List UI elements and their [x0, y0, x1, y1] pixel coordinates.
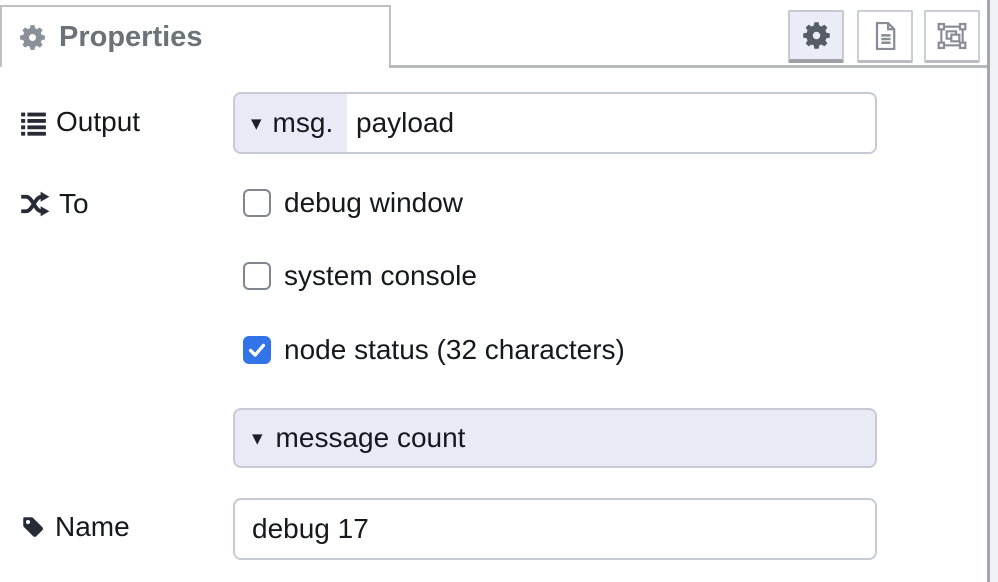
output-type-prefix: msg.: [272, 107, 334, 138]
node-status-checkbox[interactable]: [243, 336, 271, 364]
gear-icon: [802, 21, 831, 50]
name-input[interactable]: [233, 498, 877, 560]
output-type-select[interactable]: ▾ msg.: [235, 94, 347, 152]
output-value-input[interactable]: [347, 94, 875, 152]
gear-icon: [19, 24, 46, 51]
appearance-tab-button[interactable]: [924, 10, 980, 63]
appearance-icon: [936, 20, 968, 52]
output-typed-input: ▾ msg.: [233, 92, 877, 154]
to-label: To: [20, 186, 89, 222]
description-tab-button[interactable]: [857, 10, 913, 63]
output-label: Output: [20, 104, 140, 140]
system-console-option: system console: [243, 260, 477, 291]
shuffle-icon: [20, 191, 50, 217]
caret-down-icon: ▾: [251, 111, 262, 135]
name-label: Name: [20, 509, 130, 545]
debug-window-checkbox[interactable]: [243, 189, 271, 217]
status-type-value: message count: [275, 422, 466, 453]
check-icon: [248, 343, 266, 357]
scrollbar-track[interactable]: [987, 0, 998, 582]
list-icon: [20, 109, 47, 136]
debug-window-option: debug window: [243, 187, 463, 218]
tabbar-divider: [389, 65, 988, 68]
tag-icon: [20, 514, 46, 540]
tab-properties[interactable]: Properties: [0, 5, 391, 67]
caret-down-icon: ▾: [252, 426, 263, 450]
status-type-select[interactable]: ▾ message count: [233, 408, 877, 468]
system-console-checkbox[interactable]: [243, 262, 271, 290]
document-icon: [870, 20, 900, 52]
properties-tab-button[interactable]: [788, 10, 844, 63]
node-status-option: node status (32 characters): [243, 334, 625, 365]
tab-title: Properties: [59, 20, 203, 53]
